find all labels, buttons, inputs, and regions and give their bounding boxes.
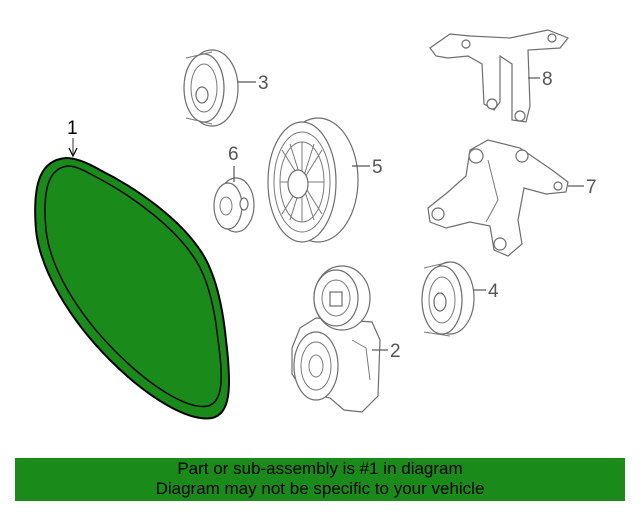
callout-5: 5: [352, 157, 383, 178]
serpentine-belt-part-1[interactable]: [34, 156, 231, 420]
callout-3: 3: [238, 73, 269, 94]
callout-3-label: 3: [258, 73, 269, 94]
info-banner: Part or sub-assembly is #1 in diagram Di…: [15, 458, 625, 501]
banner-line-2: Diagram may not be specific to your vehi…: [155, 479, 485, 498]
idler-pulley-part-4[interactable]: [421, 261, 475, 337]
idler-pulley-part-3[interactable]: [183, 49, 239, 127]
callout-2: 2: [372, 341, 401, 362]
mount-bracket-part-8[interactable]: [429, 29, 569, 123]
callout-8-label: 8: [542, 69, 553, 90]
callout-6: 6: [228, 144, 239, 182]
callout-2-label: 2: [390, 341, 401, 362]
callout-7: 7: [568, 177, 597, 198]
callout-1: 1: [67, 118, 78, 158]
callout-4: 4: [474, 281, 499, 302]
callout-5-label: 5: [372, 157, 383, 178]
pulley-cap-part-6[interactable]: [213, 177, 255, 233]
callout-6-label: 6: [228, 144, 239, 165]
parts-diagram: 1 3 6 5: [34, 29, 597, 420]
callout-4-label: 4: [488, 281, 499, 302]
callout-8: 8: [528, 69, 553, 90]
bracket-part-7[interactable]: [427, 139, 569, 257]
banner-line-1: Part or sub-assembly is #1 in diagram: [177, 459, 463, 478]
callout-7-label: 7: [586, 177, 597, 198]
crank-pulley-part-5[interactable]: [267, 117, 359, 243]
tensioner-assembly-part-2[interactable]: [291, 265, 381, 413]
callout-1-label: 1: [67, 118, 78, 139]
